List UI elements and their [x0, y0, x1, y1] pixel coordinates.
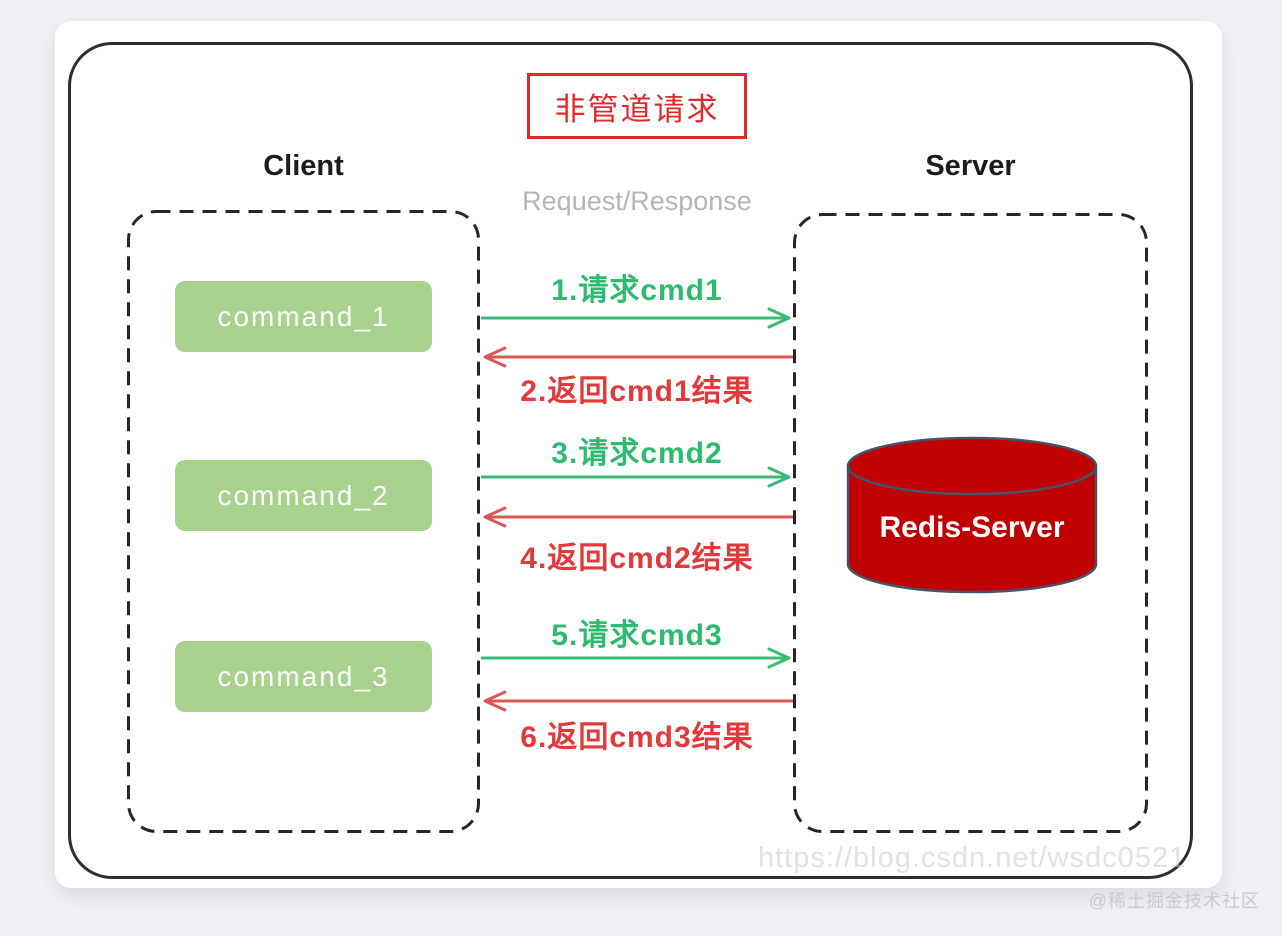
response-label-2: 4.返回cmd2结果: [520, 542, 754, 575]
response-arrow-icon: [481, 505, 793, 529]
response-label-3: 6.返回cmd3结果: [520, 721, 754, 754]
request-arrow-icon: [481, 646, 793, 670]
diagram-title-box: 非管道请求: [527, 73, 747, 139]
command-box-3: command_3: [175, 641, 432, 712]
channel-label: Request/Response: [522, 186, 752, 216]
database-cylinder-icon: [846, 436, 1098, 594]
request-arrow-icon: [481, 306, 793, 330]
command-box-1: command_1: [175, 281, 432, 352]
response-label-1: 2.返回cmd1结果: [520, 375, 754, 408]
command-box-2: command_2: [175, 460, 432, 531]
command-label: command_1: [217, 300, 390, 332]
request-label-1: 1.请求cmd1: [551, 274, 723, 307]
command-label: command_2: [217, 479, 390, 511]
request-label-2: 3.请求cmd2: [551, 437, 723, 470]
command-label: command_3: [217, 660, 390, 692]
redis-server-label: Redis-Server: [879, 511, 1065, 544]
client-label: Client: [263, 149, 344, 182]
server-label: Server: [925, 149, 1016, 182]
request-arrow-icon: [481, 465, 793, 489]
response-arrow-icon: [481, 689, 793, 713]
url-watermark: https://blog.csdn.net/wsdc0521: [758, 842, 1187, 874]
diagram-title: 非管道请求: [554, 91, 720, 127]
diagram-outer-frame: [68, 42, 1193, 879]
community-watermark: @稀土掘金技术社区: [1088, 891, 1260, 911]
request-label-3: 5.请求cmd3: [551, 619, 723, 652]
response-arrow-icon: [481, 345, 793, 369]
